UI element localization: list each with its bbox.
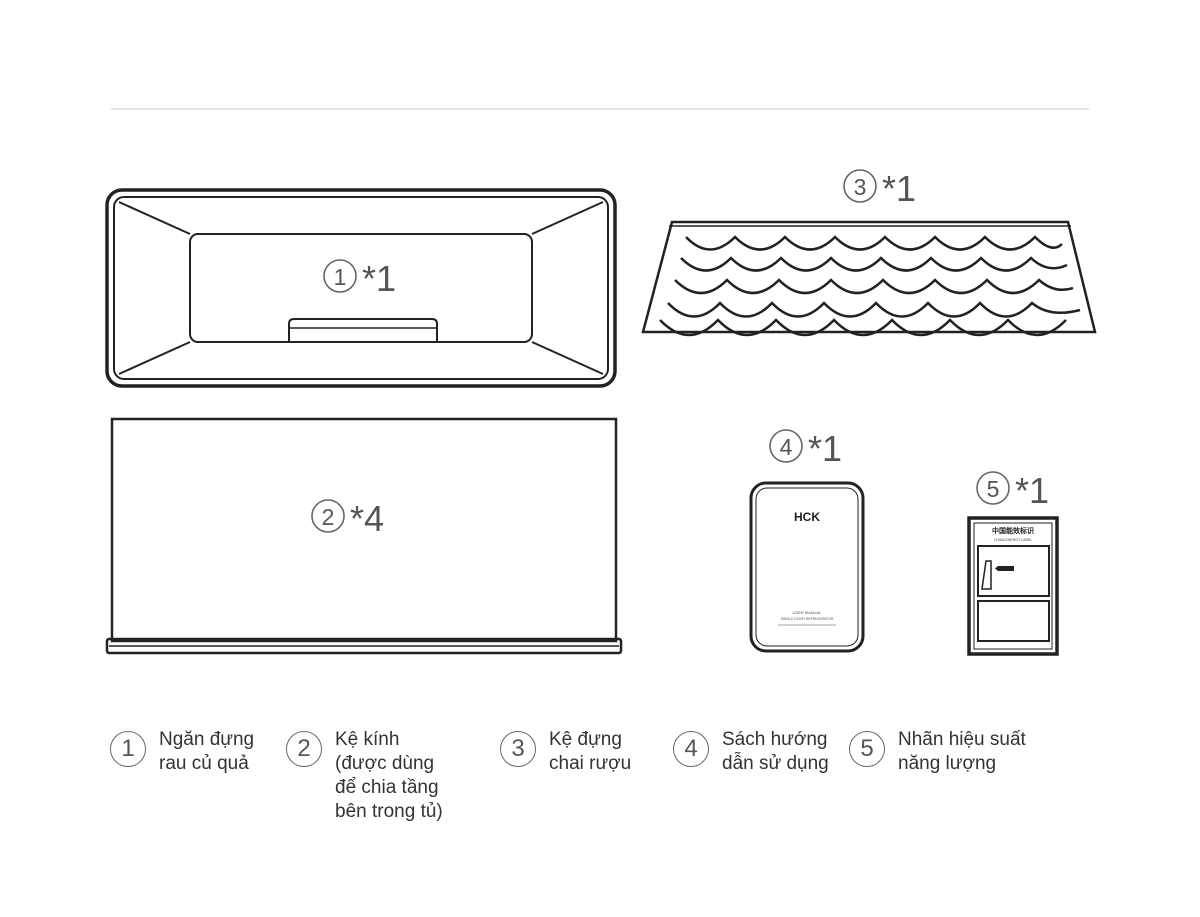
legend-item-energy-label: 5 Nhãn hiệu suất năng lượng (849, 728, 1026, 776)
svg-text:1: 1 (334, 264, 347, 290)
svg-text:4: 4 (780, 434, 793, 460)
item-3-callout: 3 *1 (843, 168, 916, 209)
glass-shelf-drawing (105, 417, 623, 655)
item-5-callout: 5 *1 (976, 470, 1049, 511)
item-2-qty: *4 (350, 498, 384, 539)
manual-cover-subtitle: SINGLE DOOR REFRIGERATOR (781, 617, 834, 621)
item-5-qty: *1 (1015, 470, 1049, 511)
item-4-callout: 4 *1 (769, 428, 842, 469)
legend-item-user-manual: 4 Sách hướng dẫn sử dụng (673, 728, 829, 776)
item-2-callout: 2 *4 (311, 498, 384, 539)
legend-number-4: 4 (673, 731, 709, 767)
manual-brand-logo: HCK (794, 510, 820, 524)
energy-label-header: 中国能效标识 (992, 526, 1034, 535)
item-3-qty: *1 (882, 168, 916, 209)
top-divider (111, 108, 1089, 110)
legend-number-1: 1 (110, 731, 146, 767)
legend-label-2: Kệ kính (được dùng để chia tầng bên tron… (335, 729, 443, 822)
legend-number-2: 2 (286, 731, 322, 767)
svg-text:3: 3 (854, 174, 867, 200)
user-manual-drawing: HCK USER MANUAL SINGLE DOOR REFRIGERATOR (749, 481, 865, 653)
manual-cover-title: USER MANUAL (793, 610, 823, 615)
item-1-qty: *1 (362, 258, 396, 299)
legend-label-4: Sách hướng dẫn sử dụng (722, 729, 829, 774)
legend-item-wine-rack: 3 Kệ đựng chai rượu (500, 728, 631, 776)
item-1-callout: 1 *1 (323, 258, 396, 299)
svg-text:5: 5 (987, 476, 1000, 502)
legend-label-3: Kệ đựng chai rượu (549, 729, 632, 774)
wine-rack-drawing (641, 220, 1097, 337)
legend-number-5: 5 (849, 731, 885, 767)
legend-item-glass-shelf: 2 Kệ kính (được dùng để chia tầng bên tr… (286, 728, 443, 824)
legend-number-3: 3 (500, 731, 536, 767)
legend-label-5: Nhãn hiệu suất năng lượng (898, 729, 1026, 774)
legend-label-1: Ngăn đựng rau củ quả (159, 729, 255, 774)
item-4-qty: *1 (808, 428, 842, 469)
energy-label-subheader: CHINA ENERGY LABEL (994, 538, 1032, 542)
legend-item-vegetable-drawer: 1 Ngăn đựng rau củ quả (110, 728, 254, 776)
energy-label-drawing: 中国能效标识 CHINA ENERGY LABEL (967, 516, 1059, 656)
vegetable-drawer-drawing (105, 188, 617, 388)
svg-text:2: 2 (322, 504, 335, 530)
